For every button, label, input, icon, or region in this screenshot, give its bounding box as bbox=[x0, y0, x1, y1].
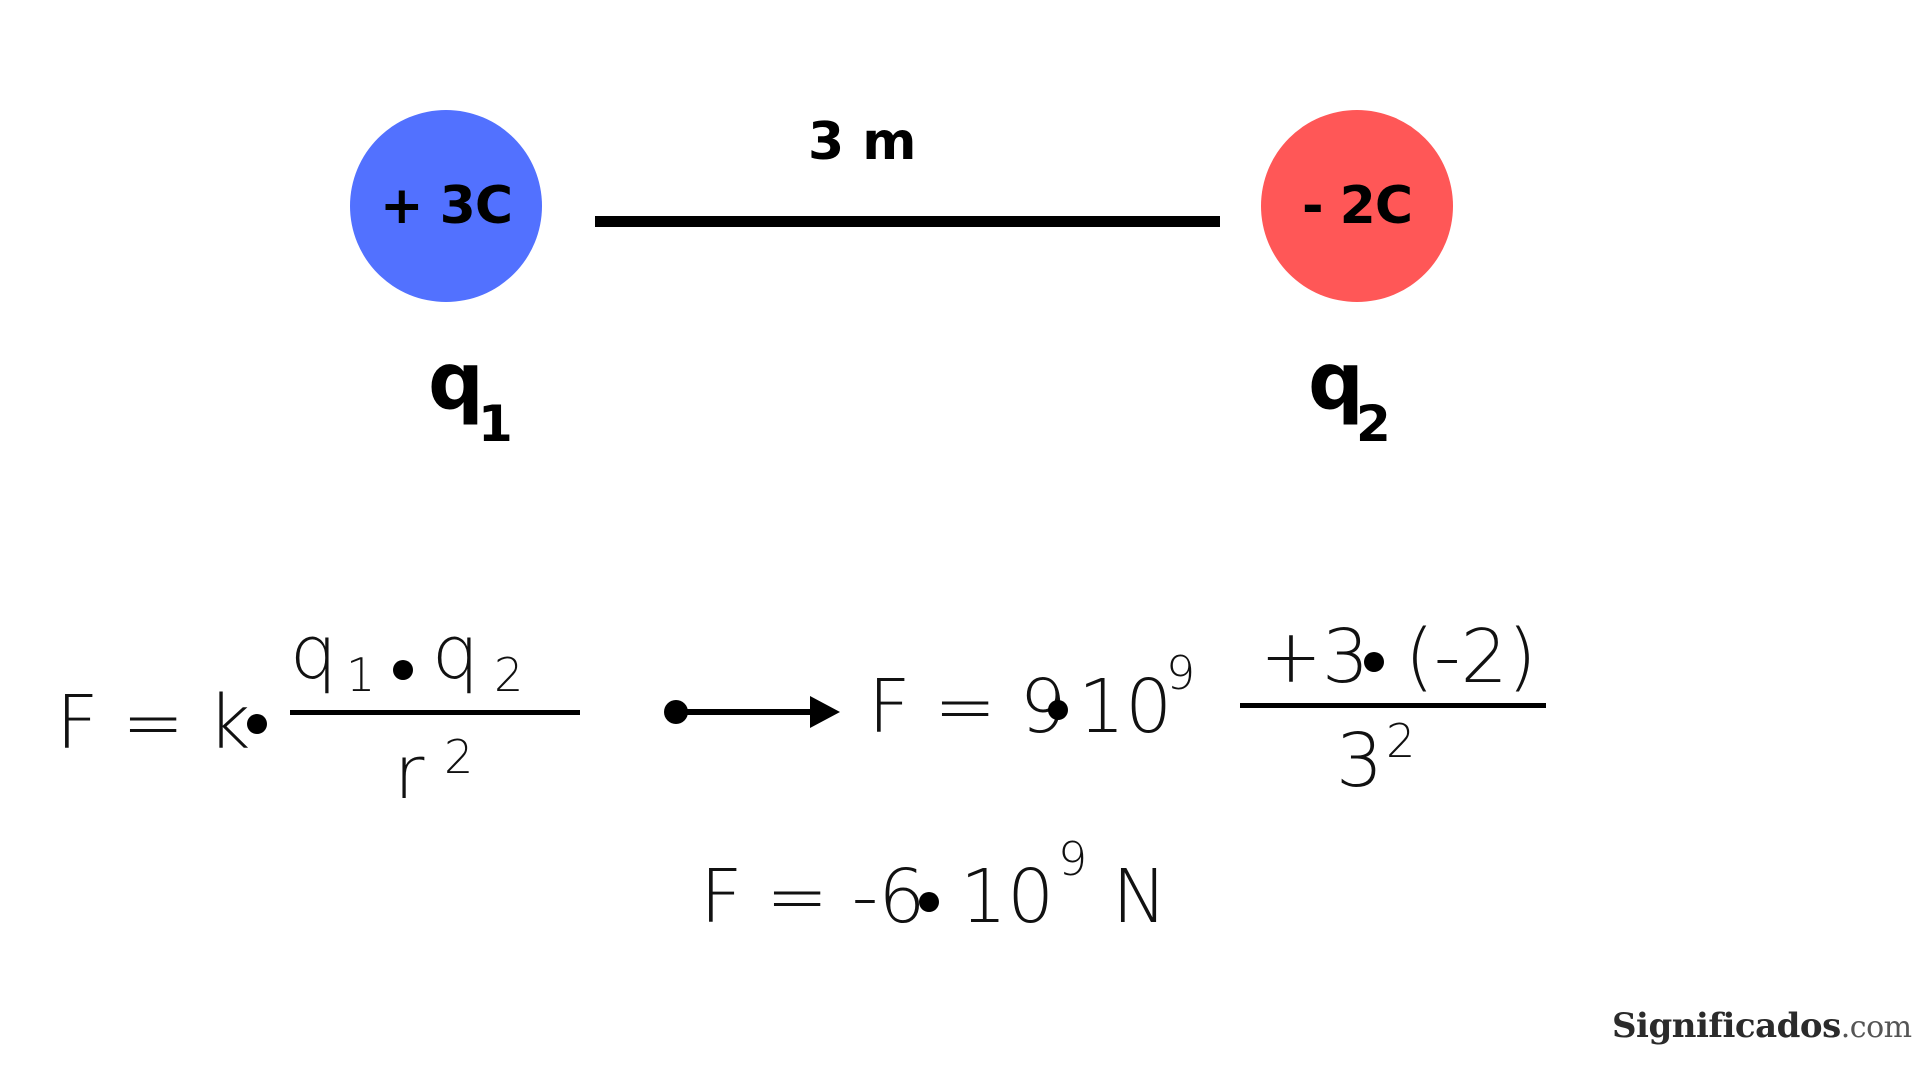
charge-q1-symbol: q bbox=[428, 337, 484, 427]
formula-fraction-bar bbox=[290, 710, 580, 715]
charge-q2-label: q 2 bbox=[1308, 343, 1408, 463]
watermark-tld: .com bbox=[1840, 1010, 1912, 1045]
distance-line bbox=[595, 216, 1220, 227]
substitution-denominator-base: 3 bbox=[1336, 718, 1384, 804]
substitution-denominator-exponent: 2 bbox=[1386, 714, 1416, 768]
formula-numerator-q2: q bbox=[432, 610, 479, 696]
substitution-exponent: 9 bbox=[1166, 646, 1196, 700]
charge-q1-label: q 1 bbox=[428, 343, 528, 463]
charge-q1-value: + 3C bbox=[379, 176, 513, 236]
charge-q2-symbol: q bbox=[1308, 337, 1364, 427]
formula-lhs: F = k bbox=[56, 680, 251, 766]
formula-multiply-dot bbox=[247, 714, 267, 734]
substitution-lhs: F = 9 bbox=[868, 664, 1067, 750]
result-unit: N bbox=[1112, 854, 1168, 940]
charge-q1-circle: + 3C bbox=[350, 110, 542, 302]
result-base: 10 bbox=[960, 854, 1055, 940]
formula-numerator-q1: q bbox=[290, 610, 337, 696]
formula-numerator-dot bbox=[393, 660, 413, 680]
formula-denominator-r: r bbox=[394, 730, 425, 816]
substitution-numerator-dot bbox=[1364, 652, 1384, 672]
charge-q2-circle: - 2C bbox=[1261, 110, 1453, 302]
watermark-logo: Significados.com bbox=[1612, 1006, 1912, 1046]
distance-label: 3 m bbox=[808, 112, 917, 172]
substitution-dot-1 bbox=[1048, 700, 1068, 720]
charge-q2-value: - 2C bbox=[1301, 176, 1413, 236]
charge-q2-subscript: 2 bbox=[1356, 395, 1391, 453]
result-dot bbox=[919, 892, 939, 912]
watermark-name: Significados bbox=[1612, 1006, 1841, 1046]
substitution-base: 10 bbox=[1078, 664, 1173, 750]
formula-numerator-q2-subscript: 2 bbox=[494, 648, 524, 702]
charge-q1-subscript: 1 bbox=[478, 395, 513, 453]
formula-numerator-q1-subscript: 1 bbox=[346, 648, 376, 702]
formula-denominator-exponent: 2 bbox=[444, 730, 474, 784]
substitution-fraction-bar bbox=[1240, 703, 1546, 708]
substitution-numerator-b: (-2) bbox=[1405, 614, 1537, 700]
result-lhs: F = -6 bbox=[700, 854, 926, 940]
right-arrow-icon bbox=[664, 696, 840, 728]
result-exponent: 9 bbox=[1058, 832, 1088, 886]
substitution-numerator-a: +3 bbox=[1260, 614, 1370, 700]
